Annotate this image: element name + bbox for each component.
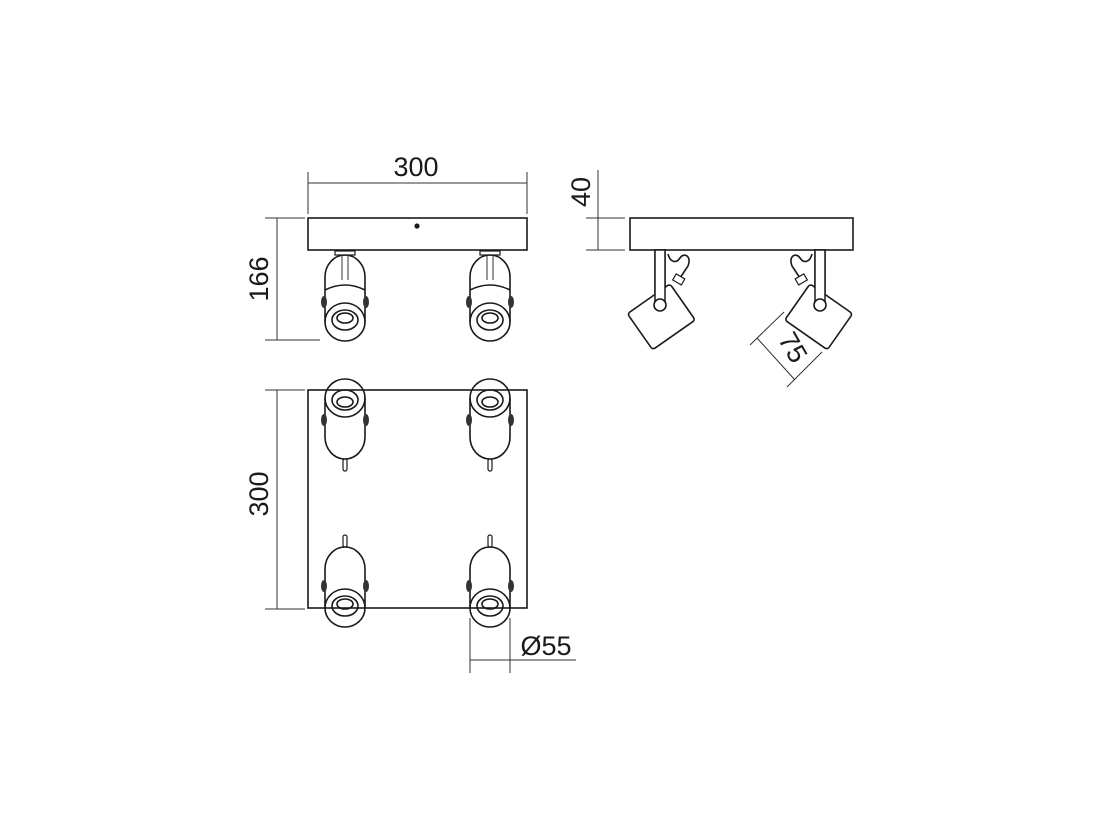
depth-dimension-label: 40 [566,177,596,207]
side-view: 40 75 [566,170,854,388]
square-base-plate [307,389,528,609]
mounting-bar [307,217,528,251]
mounting-hole [414,223,420,229]
plan-spotlight-top-right [465,378,515,472]
plan-spotlight-bottom-right [465,534,515,628]
diameter-dimension-label: Ø55 [520,631,571,661]
head-dimension-line [756,337,796,381]
spotlight-left [320,250,370,342]
plan-depth-dimension-label: 300 [244,471,274,516]
width-dimension-label: 300 [393,152,438,182]
height-dimension-label: 166 [244,256,274,301]
side-spotlight-left [626,249,697,351]
spotlight-right [465,250,515,342]
plan-spotlight-bottom-left [320,534,370,628]
plan-view: 300 Ø55 [244,378,576,673]
side-mounting-bar [629,217,854,251]
front-view: 300 166 [244,152,528,342]
plan-spotlight-top-left [320,378,370,472]
